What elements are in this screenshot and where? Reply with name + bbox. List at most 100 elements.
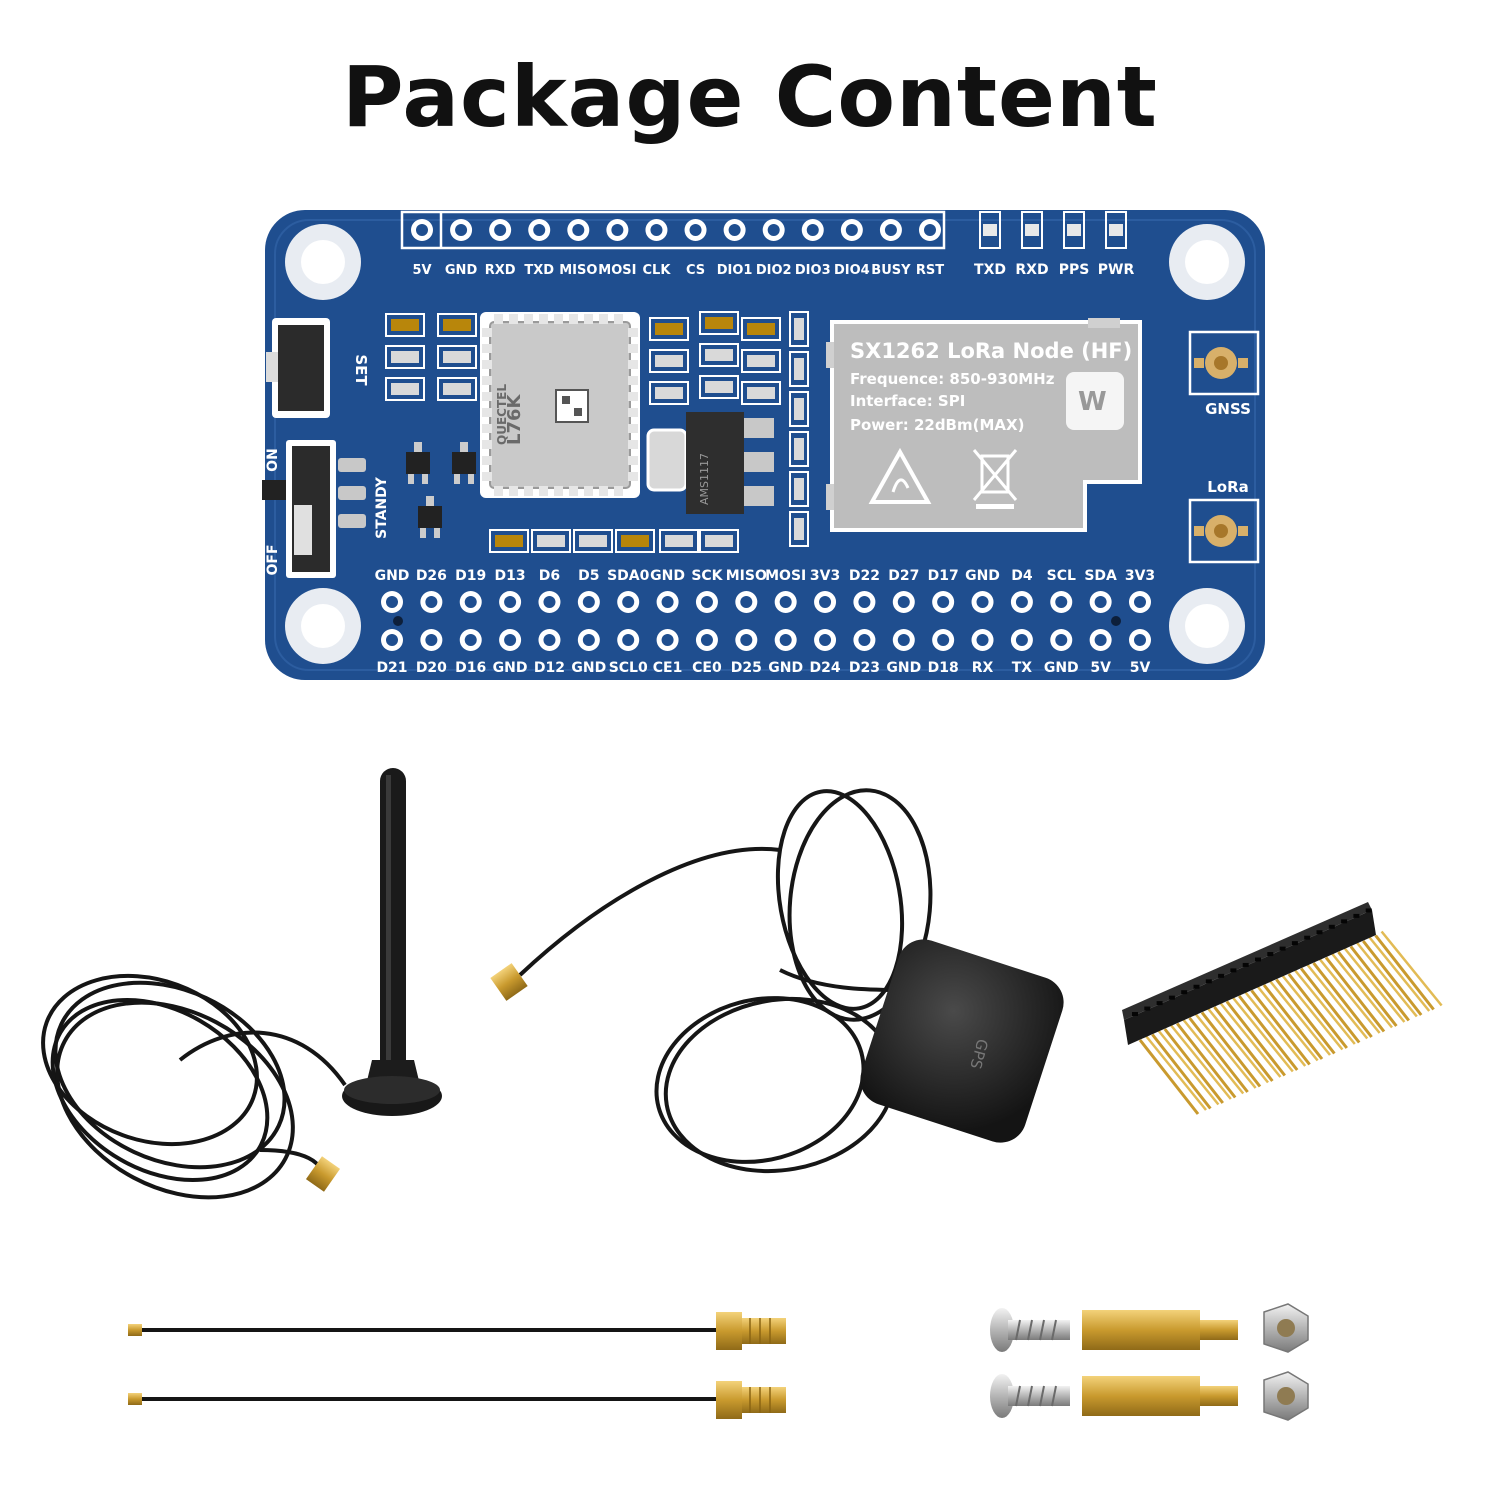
header-pin (1300, 967, 1361, 1044)
gpio-top-label: GND (965, 568, 1000, 584)
top-pin-label: TXD (524, 263, 554, 278)
gpio-top-label: D13 (495, 568, 526, 584)
screw-2 (990, 1374, 1070, 1418)
gpio-top-label: GND (375, 568, 410, 584)
gpio-top-label: D22 (849, 568, 880, 584)
header-pin (1362, 940, 1423, 1016)
top-pin-label: CS (686, 263, 705, 278)
smd-component (789, 471, 809, 507)
top-pin-label: DIO1 (717, 263, 753, 278)
gpio-top-label: SCK (691, 568, 723, 584)
screw-1 (990, 1308, 1070, 1352)
gpio-top-label: D27 (888, 568, 919, 584)
smd-component (385, 377, 425, 401)
smd-components (385, 311, 809, 553)
led-indicator (979, 211, 1001, 249)
gpio-bottom-label: D25 (731, 660, 762, 676)
gpio-top-label: MOSI (765, 568, 806, 584)
brass-standoff-1 (1082, 1310, 1238, 1350)
top-pin-label: RST (916, 263, 944, 278)
gpio-bottom-label: 5V (1130, 660, 1151, 676)
smd-component (699, 529, 739, 553)
led-label: TXD (974, 262, 1006, 278)
magnetic-lora-antenna (41, 768, 442, 1200)
page-title: Package Content (342, 48, 1158, 146)
set-button (266, 318, 330, 418)
header-pin (1138, 1039, 1200, 1115)
smd-component (699, 375, 739, 399)
mounting-hole-tl (285, 224, 361, 300)
header-pin (1250, 989, 1311, 1066)
header-pin (1176, 1022, 1237, 1099)
power-switch (262, 440, 366, 578)
smd-component (789, 311, 809, 347)
top-pin-label: MISO (559, 263, 597, 278)
header-pin (1188, 1017, 1249, 1093)
top-pin-label: RXD (485, 263, 516, 278)
transistor (406, 442, 430, 484)
mounting-hole-bl (285, 588, 361, 664)
gpio-top-label: D19 (455, 568, 486, 584)
gpio-top-label: GND (650, 568, 685, 584)
gpio-bottom-label: D18 (928, 660, 959, 676)
hex-nut-1 (1263, 1303, 1309, 1353)
header-pin (1200, 1011, 1262, 1088)
gpio-bottom-label: GND (1044, 660, 1079, 676)
smd-component (531, 529, 571, 553)
smd-component (659, 529, 699, 553)
smd-component (789, 351, 809, 387)
mounting-hole-tr (1169, 224, 1245, 300)
led-label: PPS (1059, 262, 1090, 278)
header-pin (1225, 1000, 1286, 1077)
gpio-top-label: 3V3 (1125, 568, 1155, 584)
smd-component (741, 349, 781, 373)
gpio-bottom-label: D21 (376, 660, 407, 676)
gpio-bottom-label: GND (768, 660, 803, 676)
module-frequence: Frequence: 850-930MHz (850, 370, 1055, 388)
smd-component (649, 349, 689, 373)
regulator-label: AMS1117 (698, 453, 711, 505)
esd-warning-icon (868, 447, 932, 504)
module-power: Power: 22dBm(MAX) (850, 416, 1024, 434)
transistor (418, 496, 442, 538)
gpio-top-label: D6 (539, 568, 560, 584)
header-pin (1349, 945, 1410, 1022)
gpio-bottom-label: SCL0 (609, 660, 648, 676)
sx1262-lora-module: SX1262 LoRa Node (HF) Frequence: 850-930… (826, 318, 1142, 532)
gpio-top-label: 3V3 (810, 568, 840, 584)
smd-component (789, 391, 809, 427)
gpio-bottom-label: GND (493, 660, 528, 676)
transistor (452, 442, 476, 484)
top-pin-label: DIO2 (756, 263, 792, 278)
led-indicator (1021, 211, 1043, 249)
header-pin (1337, 951, 1398, 1027)
gpio-top-label: D4 (1011, 568, 1033, 584)
gpio-bottom-label: CE1 (653, 660, 683, 676)
off-label: OFF (265, 544, 281, 575)
gpio-top-label: D17 (928, 568, 959, 584)
gpio-bottom-label: D20 (416, 660, 447, 676)
gps-chip-model: L76K (504, 393, 525, 445)
lora-connector (1188, 498, 1260, 564)
gpio-top-label: SDA (1084, 568, 1117, 584)
gps-chip: L76K QUECTEL (480, 312, 640, 498)
smd-component (789, 431, 809, 467)
gpio-top-label: SCL (1047, 568, 1076, 584)
gnss-label: GNSS (1205, 400, 1251, 418)
header-pin (1312, 962, 1373, 1038)
gpio-top-label: SDA0 (607, 568, 650, 584)
weee-bin-icon (972, 449, 1018, 509)
lora-label: LoRa (1207, 478, 1249, 496)
smd-component (385, 345, 425, 369)
module-name: SX1262 LoRa Node (HF) (850, 339, 1132, 363)
top-pin-label: GND (445, 263, 478, 278)
top-pin-label: 5V (412, 263, 431, 278)
top-pin-label: CLK (643, 263, 672, 278)
smd-component (385, 313, 425, 337)
top-pin-label: BUSY (871, 263, 911, 278)
